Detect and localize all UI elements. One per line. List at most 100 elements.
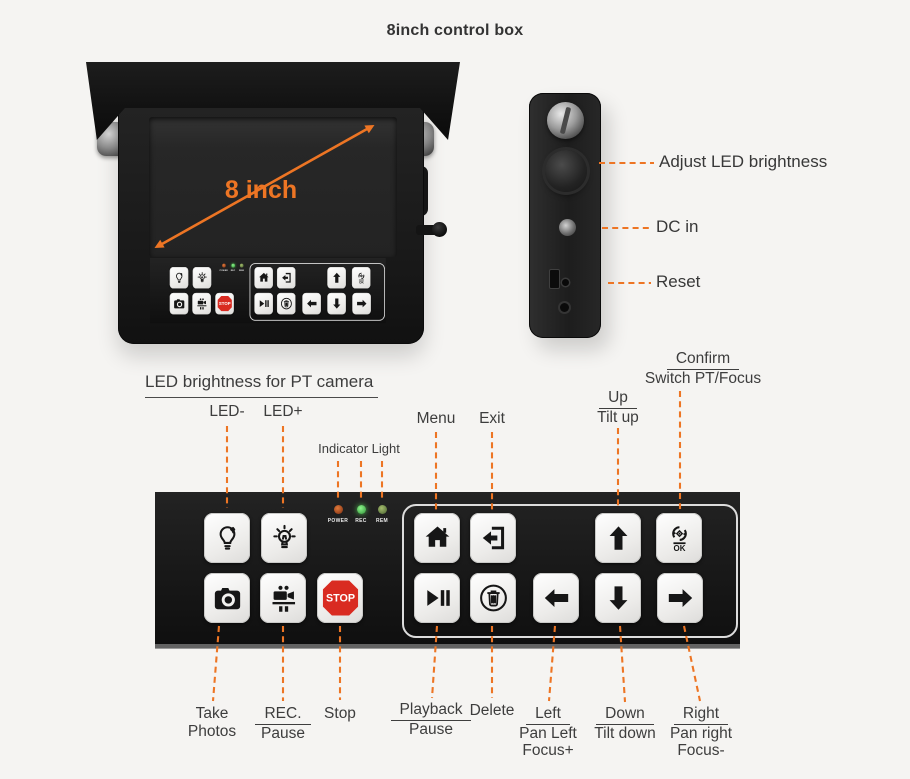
stop-label: Stop	[265, 705, 415, 723]
arrow-down-icon	[609, 586, 627, 610]
monitor-mini-keypad: POWER REC REM	[150, 258, 386, 324]
menu-button[interactable]	[414, 513, 460, 563]
screen-size-label: 8 inch	[224, 176, 298, 204]
delete-label: Delete	[417, 702, 567, 720]
confirm-label-line: Switch PT/Focus	[644, 369, 762, 387]
right-label-line: Focus-	[677, 742, 725, 759]
mini-down-button[interactable]	[327, 292, 346, 315]
right-label-line: Right	[673, 705, 729, 725]
mini-arrow-down-icon	[332, 298, 341, 309]
exit-button[interactable]	[470, 513, 516, 563]
mini-bulb-rays-icon	[197, 272, 207, 283]
bottom-hole	[560, 303, 569, 312]
left-label-line: Left	[526, 705, 570, 725]
down-button[interactable]	[595, 573, 641, 623]
mini-ok-text: OK	[359, 280, 364, 284]
mini-led-plus-button[interactable]	[192, 267, 212, 289]
mini-menu-button[interactable]	[254, 267, 273, 289]
control-panel: POWER REC REM	[155, 492, 740, 648]
take-photos-label-line: Take	[195, 705, 229, 722]
playback-pause-button[interactable]	[414, 573, 460, 623]
camera-icon	[214, 587, 240, 610]
ok-text: OK	[673, 544, 685, 553]
mini-nav-group-outline	[249, 263, 385, 321]
mini-rem-led-label: REM	[239, 269, 244, 272]
indicator-light-label: Indicator Light	[318, 441, 400, 456]
stop-button[interactable]: STOP	[317, 573, 363, 623]
mini-play-pause-icon	[259, 300, 269, 307]
mini-bulb-icon	[175, 272, 183, 283]
led-minus-button[interactable]	[204, 513, 250, 563]
mini-power-led-label: POWER	[219, 269, 228, 272]
panel-section-heading: LED brightness for PT camera	[145, 372, 379, 398]
down-label-line: Tilt down	[594, 724, 656, 742]
led-plus-label-line: LED+	[263, 403, 303, 420]
right-label-line: Pan right	[669, 724, 733, 742]
rec-pause-label: REC.Pause	[208, 705, 358, 742]
led-plus-label: LED+	[208, 403, 358, 421]
mini-stop-button[interactable]: STOP	[215, 292, 234, 315]
left-label-line: Pan Left	[519, 724, 577, 742]
led-plus-button[interactable]	[261, 513, 307, 563]
mini-arrow-left-icon	[306, 299, 317, 308]
stop-text: STOP	[325, 593, 354, 605]
mini-delete-button[interactable]	[276, 292, 296, 315]
mini-take-photos-button[interactable]	[169, 292, 189, 315]
mini-playback-pause-button[interactable]	[254, 292, 273, 315]
mini-led-minus-button[interactable]	[169, 267, 189, 289]
mini-up-button[interactable]	[327, 267, 346, 289]
power-led-label: POWER	[327, 518, 349, 524]
video-pause-icon	[272, 585, 295, 612]
mini-left-button[interactable]	[302, 292, 321, 315]
left-button[interactable]	[533, 573, 579, 623]
arrow-up-icon	[609, 526, 627, 550]
confirm-button[interactable]: OK	[656, 513, 702, 563]
mini-video-pause-icon	[197, 298, 207, 310]
mini-arrow-right-icon	[356, 299, 367, 308]
take-photos-label-line: Photos	[187, 722, 237, 740]
mini-exit-button[interactable]	[276, 267, 296, 289]
rec-led	[357, 505, 366, 514]
led-brightness-knob[interactable]	[545, 150, 587, 192]
power-led	[334, 505, 343, 514]
led-minus-label-line: LED-	[209, 403, 245, 420]
adjust-led-brightness-label: Adjust LED brightness	[659, 152, 828, 171]
up-button[interactable]	[595, 513, 641, 563]
exit-door-icon	[482, 526, 504, 550]
exit-label-line: Exit	[479, 410, 505, 427]
up-label-line: Tilt up	[597, 408, 639, 426]
rec-pause-button[interactable]	[260, 573, 306, 623]
reset-label: Reset	[656, 272, 701, 291]
take-photos-button[interactable]	[204, 573, 250, 623]
rem-led	[378, 505, 387, 514]
dc-in-label: DC in	[656, 217, 699, 236]
mini-rec-led	[231, 263, 236, 268]
mini-camera-icon	[173, 299, 185, 309]
arrow-left-icon	[544, 589, 568, 607]
mini-rec-pause-button[interactable]	[192, 292, 211, 315]
nav-group-outline	[402, 504, 738, 638]
reset-hole[interactable]	[562, 279, 569, 286]
mini-confirm-button[interactable]: OK	[351, 267, 371, 289]
dc-in-jack[interactable]	[559, 219, 576, 236]
confirm-label-line: Confirm	[666, 350, 740, 370]
mini-stop-octagon-icon: STOP	[217, 296, 232, 312]
left-label-line: Focus+	[522, 742, 574, 759]
home-icon	[425, 526, 449, 547]
mini-right-button[interactable]	[352, 292, 371, 315]
page-title: 8inch control box	[386, 22, 524, 39]
delete-button[interactable]	[470, 573, 516, 623]
bulb-icon	[219, 526, 235, 550]
rec-led-label: REC	[355, 518, 367, 524]
right-button[interactable]	[657, 573, 703, 623]
monitor-keypad-area: POWER REC REM	[150, 258, 386, 325]
playback-pause-label-line: Playback	[390, 701, 472, 721]
hinge-thumbscrew[interactable]	[547, 102, 584, 139]
mini-rem-led	[239, 263, 244, 268]
